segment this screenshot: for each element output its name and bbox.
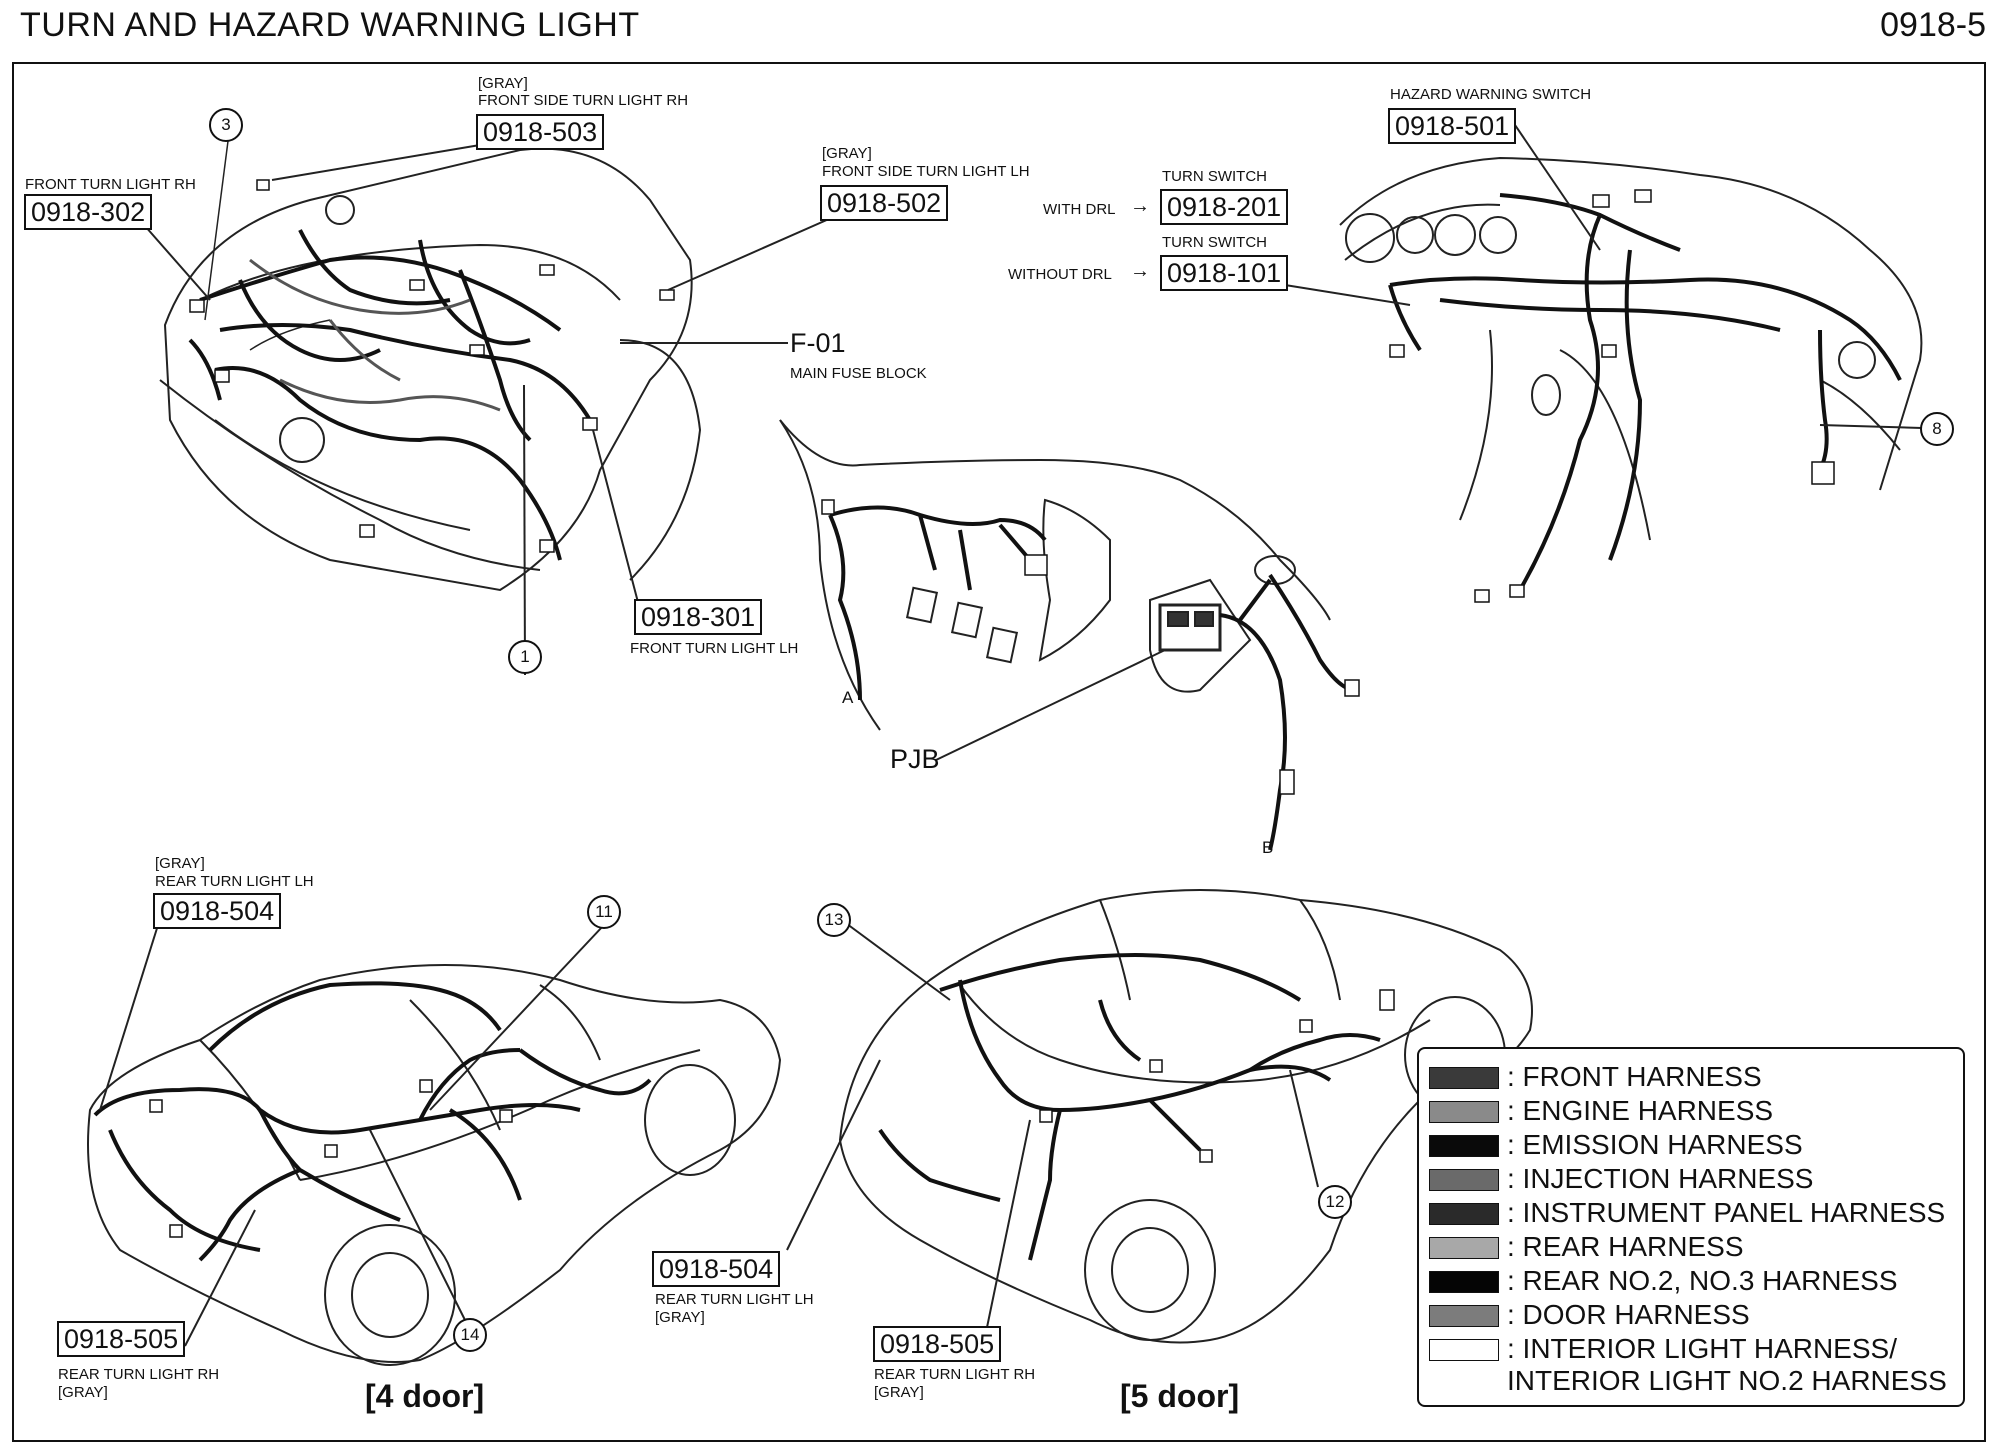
harness-legend: : FRONT HARNESS : ENGINE HARNESS : EMISS… <box>1417 1047 1965 1407</box>
front-turn-rh-label: FRONT TURN LIGHT RH <box>25 176 196 193</box>
page-number: 0918-5 <box>1880 6 1986 44</box>
five-door-label: [5 door] <box>1120 1378 1240 1414</box>
legend-swatch <box>1429 1203 1499 1225</box>
marker-14: 14 <box>453 1318 487 1352</box>
front-side-turn-rh-color: [GRAY] <box>478 75 528 92</box>
marker-1: 1 <box>508 640 542 674</box>
marker-12: 12 <box>1318 1185 1352 1219</box>
legend-swatch <box>1429 1271 1499 1293</box>
rear-turn-rh-5d-label: REAR TURN LIGHT RH <box>874 1366 1036 1383</box>
rear-turn-rh-4d-code: 0918-505 <box>57 1321 186 1357</box>
interior-pjb-drawing <box>779 419 1360 851</box>
four-door-car-drawing <box>87 924 782 1366</box>
rear-turn-lh-4d-color: [GRAY] <box>155 855 205 872</box>
front-side-turn-lh-code: 0918-502 <box>820 185 949 221</box>
turn-switch-no-drl-code: 0918-101 <box>1160 255 1289 291</box>
front-turn-lh-code: 0918-301 <box>634 599 763 635</box>
turn-switch-drl-code: 0918-201 <box>1160 189 1289 225</box>
rear-turn-lh-5d-color: [GRAY] <box>655 1309 705 1326</box>
legend-label: : INSTRUMENT PANEL HARNESS <box>1507 1197 1946 1228</box>
legend-label: INTERIOR LIGHT NO.2 HARNESS <box>1507 1365 1947 1396</box>
diagram-frame <box>12 62 1986 1442</box>
arrow-icon: → <box>1130 195 1150 217</box>
legend-label: : REAR HARNESS <box>1507 1231 1744 1262</box>
legend-swatch <box>1429 1135 1499 1157</box>
legend-swatch <box>1429 1339 1499 1361</box>
marker-11: 11 <box>587 895 621 929</box>
legend-swatch <box>1429 1305 1499 1327</box>
marker-8: 8 <box>1920 412 1954 446</box>
front-turn-rh-code: 0918-302 <box>24 194 153 230</box>
rear-turn-lh-5d-code: 0918-504 <box>652 1251 781 1287</box>
four-door-label: [4 door] <box>365 1378 485 1414</box>
legend-swatch <box>1429 1237 1499 1259</box>
marker-13: 13 <box>817 903 851 937</box>
legend-swatch <box>1429 1169 1499 1191</box>
rear-turn-rh-5d-code: 0918-505 <box>873 1326 1002 1362</box>
front-side-turn-lh-label: FRONT SIDE TURN LIGHT LH <box>822 163 1030 180</box>
marker-3: 3 <box>209 108 243 142</box>
connector-a-marker: A <box>842 688 854 707</box>
legend-label: : INTERIOR LIGHT HARNESS/ <box>1507 1333 1897 1364</box>
arrow-icon: → <box>1130 260 1150 282</box>
legend-swatch <box>1429 1067 1499 1089</box>
rear-turn-lh-4d-code: 0918-504 <box>153 893 282 929</box>
hazard-switch-label: HAZARD WARNING SWITCH <box>1390 86 1592 103</box>
hazard-switch-code: 0918-501 <box>1388 108 1517 144</box>
rear-turn-lh-4d-label: REAR TURN LIGHT LH <box>155 873 314 890</box>
legend-label: : INJECTION HARNESS <box>1507 1163 1814 1194</box>
legend-label: : EMISSION HARNESS <box>1507 1129 1803 1160</box>
connector-b-marker: B <box>1262 838 1274 857</box>
front-side-turn-lh-color: [GRAY] <box>822 145 872 162</box>
dash-panel-drawing <box>1284 124 1923 603</box>
legend-label: : DOOR HARNESS <box>1507 1299 1750 1330</box>
rear-turn-lh-5d-label: REAR TURN LIGHT LH <box>655 1291 814 1308</box>
legend-label: : FRONT HARNESS <box>1507 1061 1762 1092</box>
turn-switch-drl-label: TURN SWITCH <box>1162 168 1267 185</box>
front-side-turn-rh-label: FRONT SIDE TURN LIGHT RH <box>478 92 689 109</box>
legend-label: : REAR NO.2, NO.3 HARNESS <box>1507 1265 1898 1296</box>
turn-switch-drl-prefix: WITH DRL <box>1043 201 1116 218</box>
front-turn-lh-label: FRONT TURN LIGHT LH <box>630 640 799 657</box>
rear-turn-rh-4d-label: REAR TURN LIGHT RH <box>58 1366 220 1383</box>
turn-switch-no-drl-label: TURN SWITCH <box>1162 234 1267 251</box>
main-fuse-label: MAIN FUSE BLOCK <box>790 365 927 382</box>
legend-swatch <box>1429 1101 1499 1123</box>
front-side-turn-rh-code: 0918-503 <box>476 114 605 150</box>
main-fuse-code: F-01 <box>790 328 846 358</box>
pjb-label: PJB <box>890 744 940 774</box>
rear-turn-rh-5d-color: [GRAY] <box>874 1384 924 1401</box>
page-title: TURN AND HAZARD WARNING LIGHT <box>20 6 640 44</box>
legend-label: : ENGINE HARNESS <box>1507 1095 1774 1126</box>
front-engine-bay-drawing <box>144 109 839 676</box>
five-door-car-drawing <box>786 889 1533 1344</box>
rear-turn-rh-4d-color: [GRAY] <box>58 1384 108 1401</box>
turn-switch-no-drl-prefix: WITHOUT DRL <box>1008 266 1112 283</box>
